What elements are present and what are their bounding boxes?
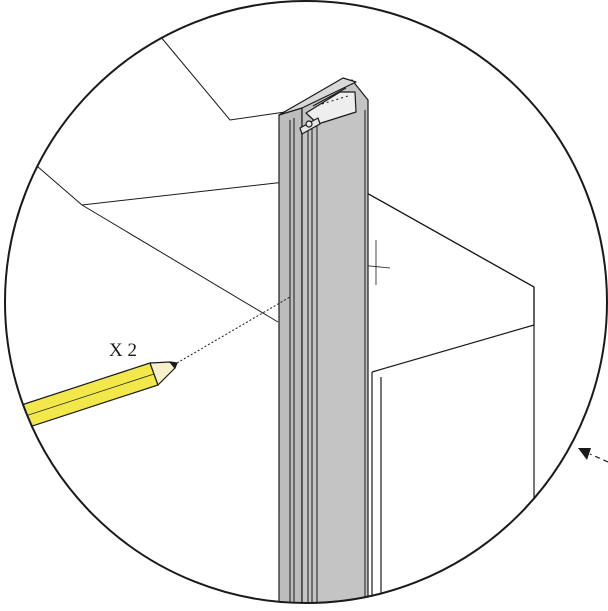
pencil-icon bbox=[5, 361, 178, 435]
leader-arrow bbox=[578, 448, 608, 463]
magnified-detail-circle bbox=[4, 0, 608, 604]
detail-contents: X 2 bbox=[5, 35, 535, 603]
cabinet-block bbox=[364, 190, 535, 603]
reference-dotted-line bbox=[176, 296, 291, 364]
quantity-label: X 2 bbox=[109, 340, 137, 361]
vertical-profile bbox=[278, 77, 369, 603]
wall-outline bbox=[29, 35, 286, 323]
